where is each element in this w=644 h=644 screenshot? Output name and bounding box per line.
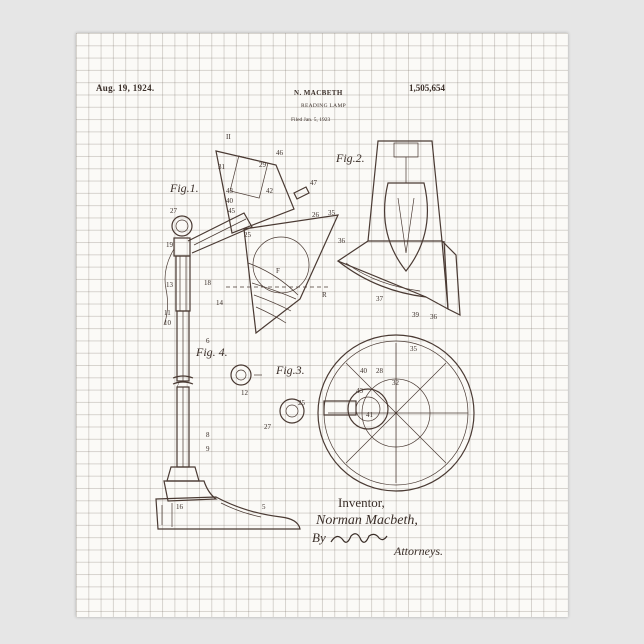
ref-31: 31 xyxy=(218,163,226,171)
patent-title: READING LAMP xyxy=(301,103,346,109)
ref-39: 39 xyxy=(412,311,420,319)
inventor-label: Inventor, xyxy=(338,495,385,511)
fig4-label: Fig. 4. xyxy=(196,345,228,360)
fig1-shade xyxy=(216,151,338,333)
ref-37: 37 xyxy=(376,295,384,303)
fig3-label: Fig.3. xyxy=(276,363,305,378)
ref-28: 28 xyxy=(376,367,384,375)
ref-13: 13 xyxy=(166,281,174,289)
ref-9: 9 xyxy=(206,445,210,453)
ref-14: 14 xyxy=(216,299,224,307)
ref-29: 29 xyxy=(259,161,267,169)
filed-date: Filed Jan. 5, 1923 xyxy=(291,117,330,123)
ref-35: 35 xyxy=(328,209,336,217)
ref-36: 36 xyxy=(338,237,346,245)
ref-27b: 27 xyxy=(264,423,272,431)
ref-7: 7 xyxy=(176,381,180,389)
attorneys-label: Attorneys. xyxy=(394,544,443,559)
ref-25: 25 xyxy=(244,231,252,239)
ref-18: 18 xyxy=(204,279,212,287)
ref-35b: 35 xyxy=(410,345,418,353)
fig4-collar xyxy=(231,365,262,385)
ref-II: II xyxy=(226,133,231,141)
ref-32: 32 xyxy=(392,379,400,387)
ref-45: 45 xyxy=(228,207,236,215)
ref-27: 27 xyxy=(170,207,178,215)
ref-47: 47 xyxy=(310,179,318,187)
ref-11: 11 xyxy=(164,309,171,317)
ref-5: 5 xyxy=(262,503,266,511)
ref-46: 46 xyxy=(276,149,284,157)
ref-8: 8 xyxy=(206,431,210,439)
ref-19: 19 xyxy=(166,241,174,249)
by-label: By xyxy=(312,530,389,546)
ref-43: 43 xyxy=(226,187,234,195)
fig2-label: Fig.2. xyxy=(336,151,365,166)
ref-R: R xyxy=(322,291,327,299)
patent-date: Aug. 19, 1924. xyxy=(96,83,154,93)
fig1-label: Fig.1. xyxy=(170,181,199,196)
ref-6: 6 xyxy=(206,337,210,345)
ref-12: 12 xyxy=(241,389,249,397)
ref-40b: 40 xyxy=(360,367,368,375)
ref-F: F xyxy=(276,267,280,275)
ref-41: 41 xyxy=(366,411,374,419)
ref-16: 16 xyxy=(176,503,184,511)
inventor-signature: Norman Macbeth, xyxy=(316,513,418,529)
ref-26: 26 xyxy=(312,211,320,219)
fig3-top-view xyxy=(280,335,474,491)
attorney-signature-scribble xyxy=(329,532,389,546)
ref-42: 42 xyxy=(266,187,274,195)
fig2-shade-section xyxy=(338,141,460,315)
inventor-heading: N. MACBETH xyxy=(294,89,343,97)
by-text: By xyxy=(312,530,326,545)
ref-10: 10 xyxy=(164,319,172,327)
patent-poster: II 46 31 29 43 47 42 40 45 27 25 26 35 3… xyxy=(76,33,568,617)
ref-25b: 25 xyxy=(298,399,306,407)
ref-43b: 43 xyxy=(356,387,364,395)
ref-40: 40 xyxy=(226,197,234,205)
fig1-lamp-stand xyxy=(156,151,338,529)
ref-36b: 36 xyxy=(430,313,438,321)
patent-number: 1,505,654 xyxy=(409,83,445,93)
